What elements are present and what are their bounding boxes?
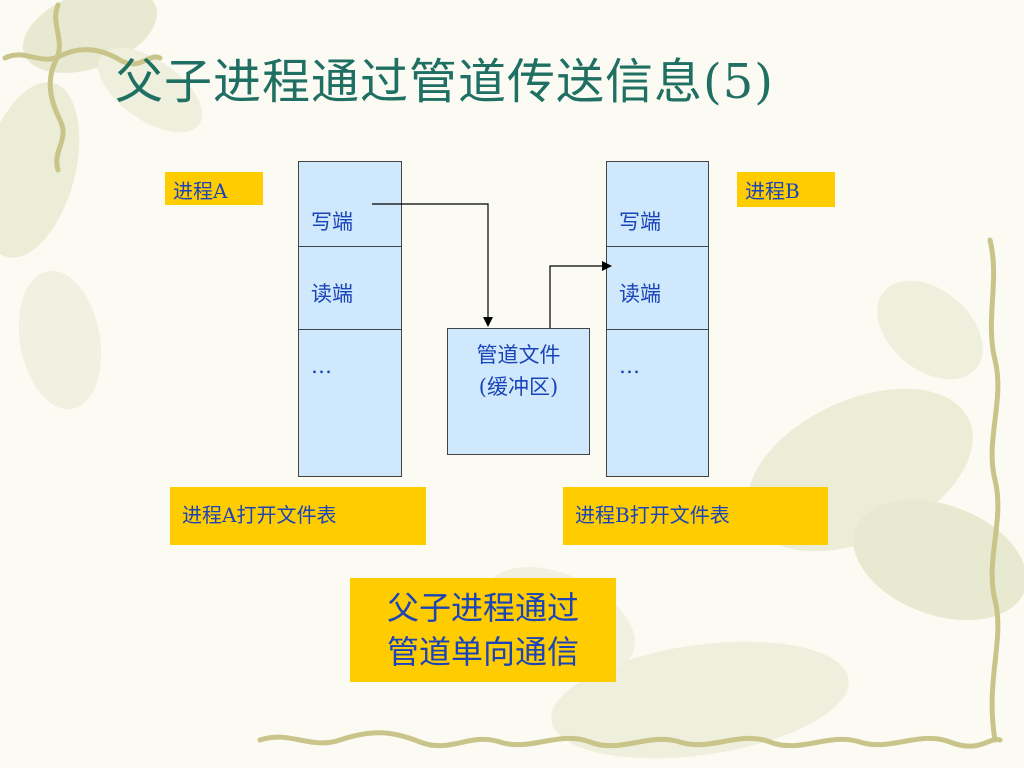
pipe-file-label: 管道文件 (476, 343, 561, 367)
leaf-decoration (0, 82, 80, 258)
process-a-label: 进程A (165, 172, 263, 205)
vine-decoration (987, 237, 1001, 743)
vine-decoration (257, 730, 1003, 749)
process-b-table-label: 进程B打开文件表 (563, 487, 828, 545)
page-title: 父子进程通过管道传送信息(5) (115, 54, 774, 110)
summary-note: 父子进程通过 管道单向通信 (350, 578, 616, 682)
process-b-file-table: 写端 读端 … (606, 161, 709, 477)
process-b-ellipsis: … (619, 354, 640, 378)
vine-decoration (47, 2, 66, 173)
process-a-table-label: 进程A打开文件表 (170, 487, 426, 545)
process-b-read-end: 读端 (607, 247, 708, 330)
process-a-read-end: 读端 (299, 247, 401, 330)
pipe-file-buffer: 管道文件 (缓冲区) (447, 328, 590, 455)
process-a-write-end: 写端 (299, 162, 401, 247)
summary-note-line-1: 父子进程通过 (386, 589, 579, 627)
process-a-ellipsis: … (311, 354, 332, 378)
summary-note-line-2: 管道单向通信 (386, 633, 579, 671)
process-a-file-table: 写端 读端 … (298, 161, 402, 477)
pipe-buffer-label: (缓冲区) (478, 375, 559, 399)
leaf-decoration (853, 499, 1024, 621)
process-b-label: 进程B (737, 172, 835, 207)
leaf-decoration (551, 641, 849, 759)
leaf-decoration (97, 47, 203, 133)
vine-decoration (2, 47, 163, 67)
leaf-decoration (18, 270, 102, 410)
process-b-write-end: 写端 (607, 162, 708, 247)
leaf-decoration (877, 280, 983, 380)
